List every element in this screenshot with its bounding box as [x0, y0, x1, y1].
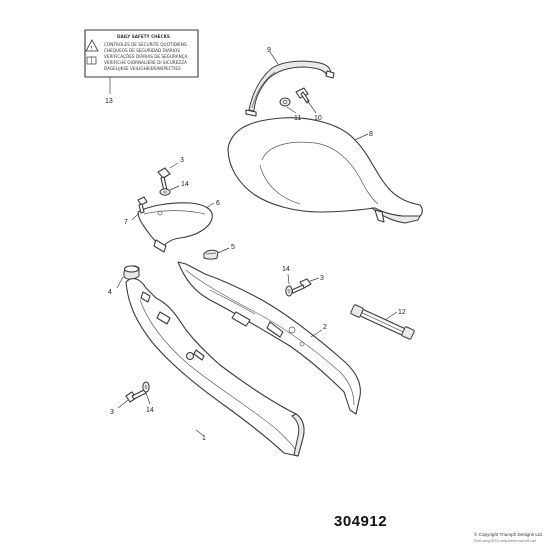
callout-6: 6 [216, 200, 220, 207]
screw-7 [137, 196, 148, 214]
callout-11: 11 [294, 115, 301, 122]
diagram-number: 304912 [334, 513, 388, 530]
callout-12: 12 [398, 309, 406, 316]
callout-13: 13 [105, 98, 113, 105]
cowl-bracket [137, 202, 213, 253]
safety-label-line-3: VERIFICAÇÕES DIÁRIAS DE SEGURANÇA [104, 54, 188, 59]
washer-lower [142, 381, 150, 393]
safety-label-line-5: DAGELIJKSE VEILIGHEIDSINSPECTIES [104, 66, 181, 71]
washer-upper [159, 188, 171, 196]
callout-4: 4 [108, 289, 112, 296]
callout-14-middle: 14 [282, 266, 290, 273]
grommet [203, 249, 219, 260]
warning-glyph: ! [91, 46, 93, 51]
grab-rail [245, 60, 335, 117]
copyright-subline: Shell using BETA components www.tdll.com [474, 539, 537, 543]
callout-9: 9 [267, 47, 271, 54]
washer-middle [285, 285, 293, 297]
seat-bolt [295, 87, 310, 104]
bolt-middle [291, 278, 312, 294]
callout-14-lower: 14 [146, 407, 154, 414]
safety-label-line-2: CHEQUEOS DE SEGURIDAD DIARIOS [104, 48, 180, 53]
callout-3-upper: 3 [180, 157, 184, 164]
side-panel-outer [125, 278, 305, 457]
callout-2: 2 [323, 324, 327, 331]
callout-8: 8 [369, 131, 373, 138]
seat [227, 117, 423, 224]
safety-label-line-0: DAILY SAFETY CHECKS [117, 34, 170, 39]
strap [350, 304, 415, 340]
safety-label-line-4: VERIFICHE GIORNALIERE DI SICUREZZA [104, 60, 187, 65]
bolt-lower [125, 389, 147, 403]
warning-icon [85, 39, 99, 52]
callout-3-middle: 3 [320, 275, 324, 282]
seat-washer [279, 97, 291, 107]
callout-3-lower: 3 [110, 409, 114, 416]
callout-7: 7 [124, 219, 128, 226]
safety-label-line-1: CONTROLES DE SECURITE QUOTIDIENS [104, 42, 187, 47]
safety-label: ! DAILY SAFETY CHECKS CONTROLES DE SECUR… [84, 29, 199, 78]
copyright-notice: © Copyright Triumph Designs Ltd. [474, 532, 544, 537]
callout-5: 5 [231, 244, 235, 251]
buffer [123, 265, 140, 280]
callout-1: 1 [202, 435, 206, 442]
callout-10: 10 [314, 115, 322, 122]
bolt-upper [157, 167, 171, 192]
side-panel-inner [177, 261, 361, 415]
callout-14-upper: 14 [181, 181, 189, 188]
